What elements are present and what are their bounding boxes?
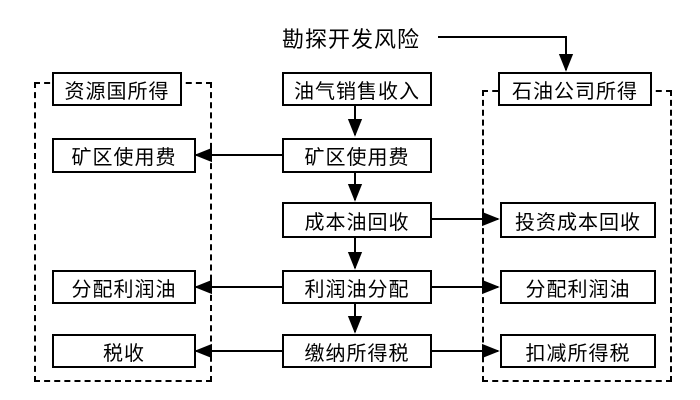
host-tax-box: 税收: [52, 334, 196, 368]
company-tax-deduction-box: 扣减所得税: [500, 334, 656, 368]
host-royalty-box: 矿区使用费: [52, 138, 196, 173]
oil-gas-revenue-box: 油气销售收入: [282, 72, 432, 106]
exploration-risk-label: 勘探开发风险: [282, 28, 421, 53]
arrow-risk-to-company: [438, 36, 574, 72]
company-profit-oil-box: 分配利润油: [500, 270, 656, 304]
host-country-title: 资源国所得: [52, 72, 182, 106]
profit-oil-split-box: 利润油分配: [282, 270, 432, 304]
company-cost-recovery-box: 投资成本回收: [500, 202, 656, 238]
income-tax-box: 缴纳所得税: [282, 334, 432, 368]
royalty-box: 矿区使用费: [282, 138, 432, 173]
cost-oil-recovery-box: 成本油回收: [282, 202, 432, 238]
oil-company-title: 石油公司所得: [498, 72, 652, 106]
host-profit-oil-box: 分配利润油: [52, 270, 196, 304]
